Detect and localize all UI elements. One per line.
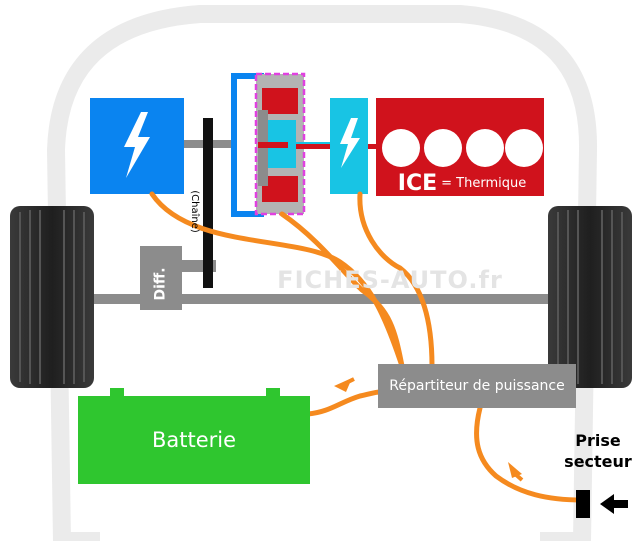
right-wheel [548, 206, 632, 388]
battery-terminal [110, 388, 124, 398]
engine-cylinder [466, 129, 504, 167]
battery [78, 396, 310, 484]
engine-cylinder [424, 129, 462, 167]
differential-box [140, 246, 182, 310]
arrow-icon [508, 462, 522, 478]
arrow-icon-shaft [512, 471, 524, 482]
engine-cylinder [382, 129, 420, 167]
power-cables [149, 191, 585, 503]
arrow-left-icon [600, 494, 628, 514]
chain [203, 118, 213, 288]
arrow-icon-shaft [343, 377, 355, 386]
left-wheel [10, 206, 94, 388]
engine-cylinder [505, 129, 543, 167]
lightning-bolt-icon [124, 112, 150, 178]
axle [88, 294, 550, 304]
plug-socket [576, 490, 590, 518]
planetary-gear [254, 72, 330, 216]
battery-terminal [266, 388, 280, 398]
motor-link-bracket [231, 73, 264, 217]
power-distributor [378, 364, 576, 408]
car-body-outline [47, 5, 598, 541]
lightning-bolt-icon [340, 118, 360, 168]
